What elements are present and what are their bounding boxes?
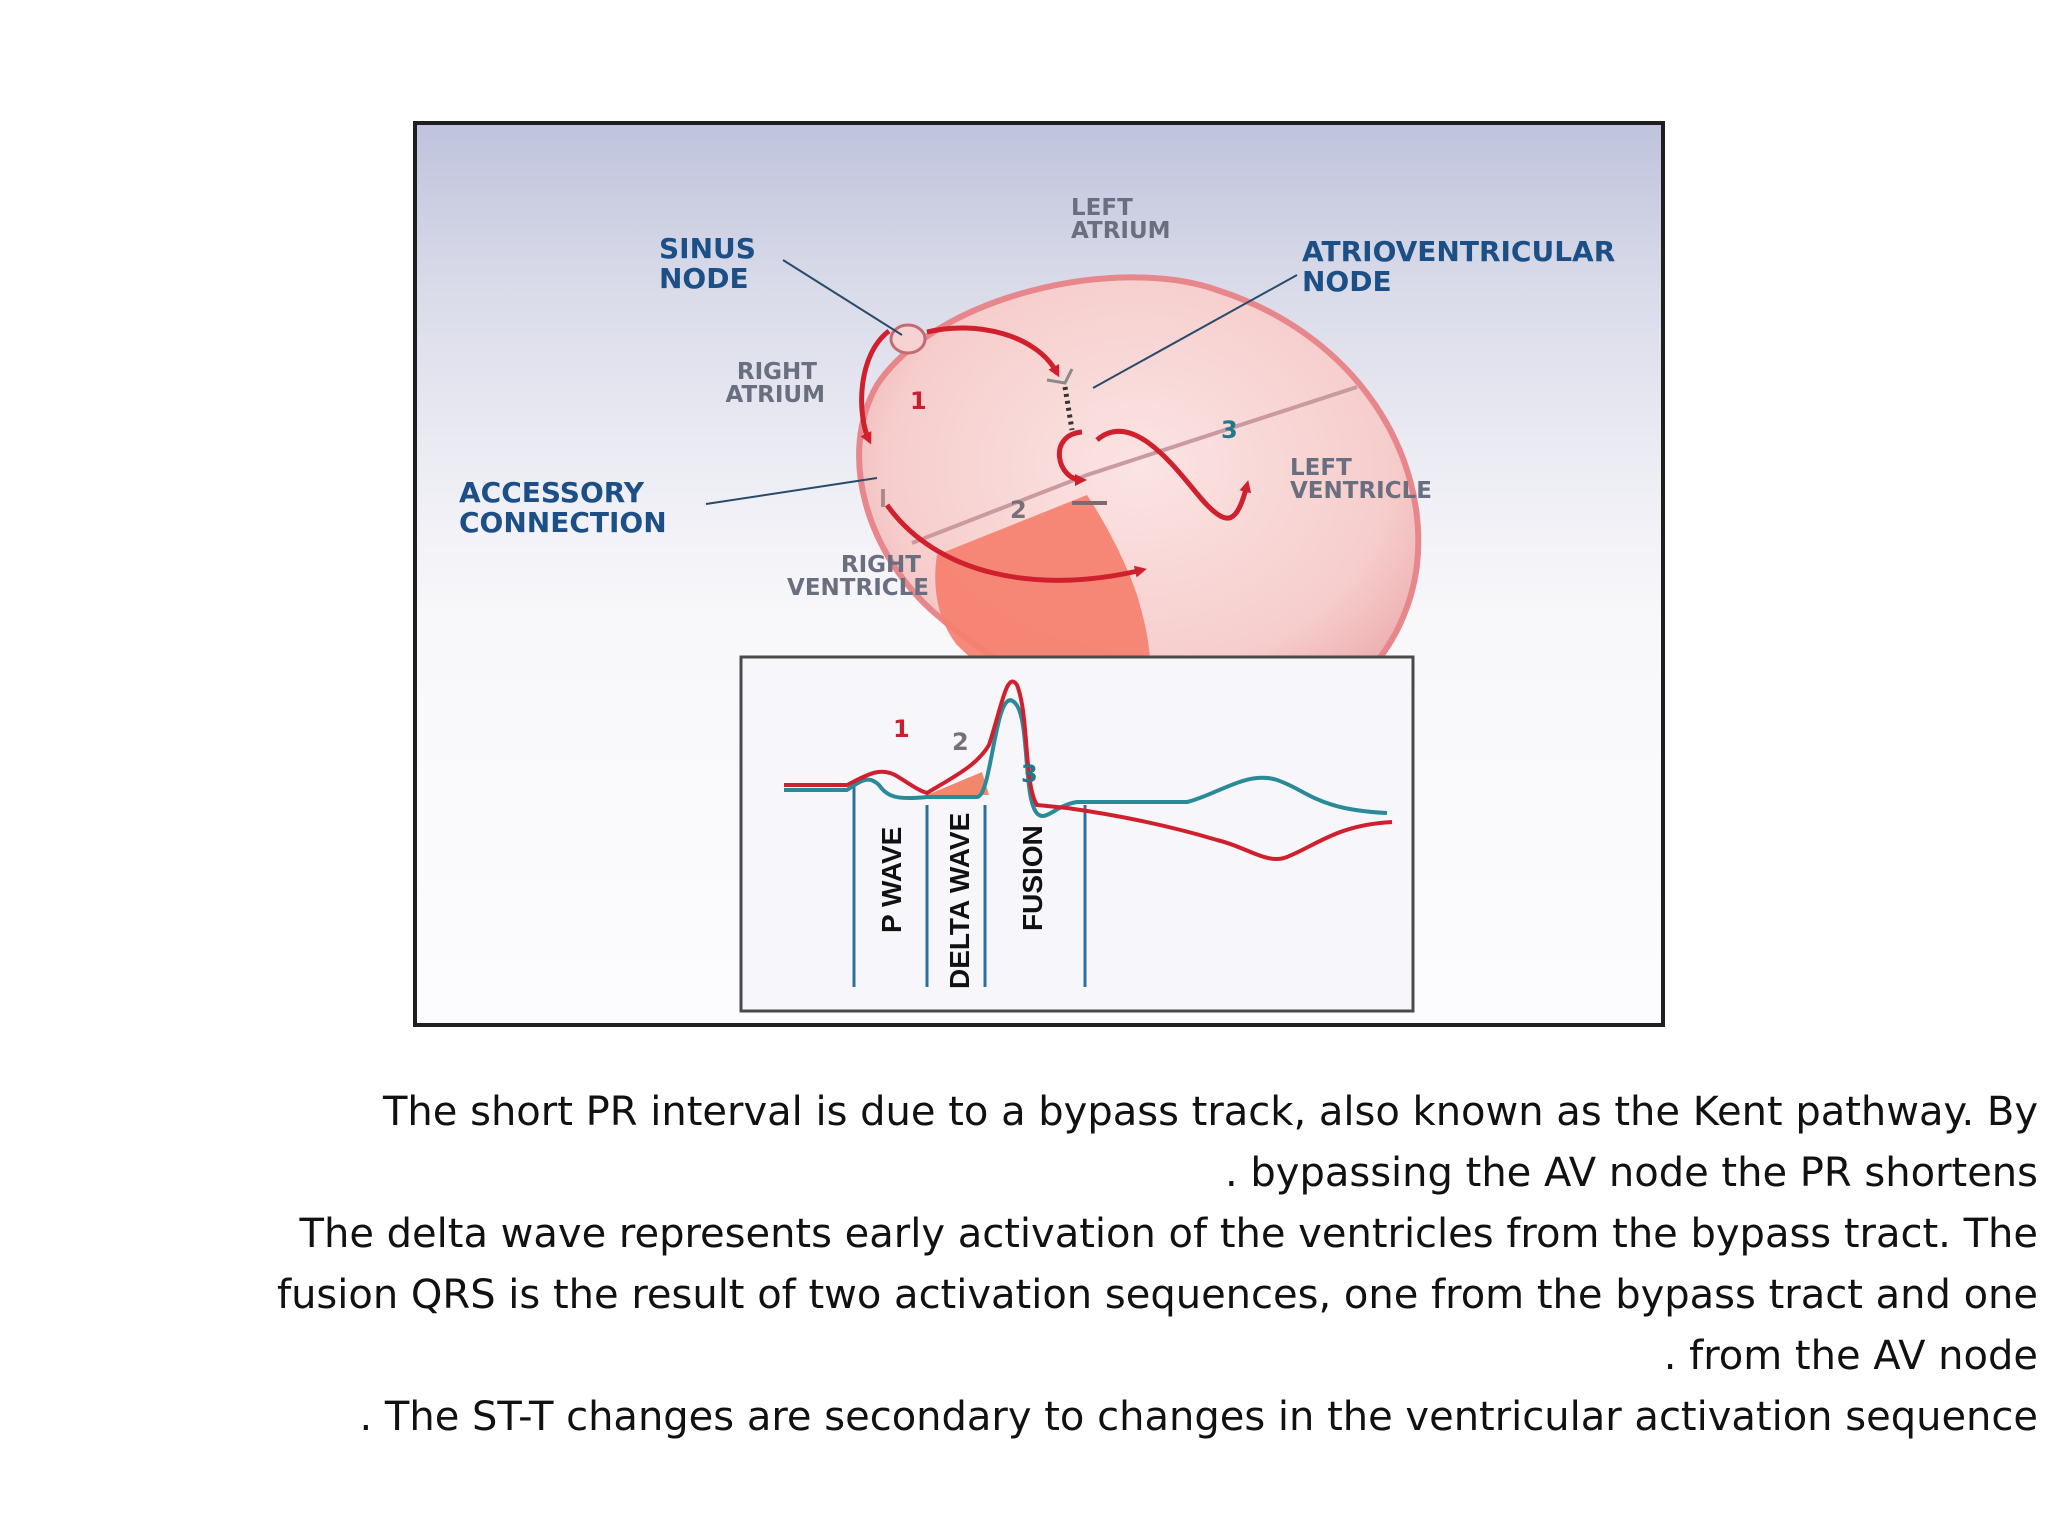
caption-line-2: . bypassing the AV node the PR shortens bbox=[1224, 1150, 2038, 1196]
label-sinus-node: SINUS NODE bbox=[659, 232, 766, 295]
label-delta-wave: DELTA WAVE bbox=[944, 813, 975, 989]
leader-av bbox=[1092, 274, 1298, 389]
label-acc-line2: CONNECTION bbox=[459, 506, 667, 539]
label-rv-line1: RIGHT bbox=[841, 552, 921, 578]
ecg-step-2: 2 bbox=[952, 728, 969, 756]
label-p-wave: P WAVE bbox=[876, 827, 907, 933]
caption-line-5: . from the AV node bbox=[1663, 1333, 2038, 1379]
arrow-right-atrium bbox=[859, 329, 891, 445]
leader-sinus bbox=[782, 259, 903, 336]
ecg-step-3: 3 bbox=[1021, 760, 1038, 788]
label-rv-line2: VENTRICLE bbox=[787, 575, 929, 601]
label-acc-line1: ACCESSORY bbox=[459, 476, 645, 509]
av-node-notch bbox=[1046, 368, 1074, 385]
label-av-line2: NODE bbox=[1302, 265, 1392, 298]
heart-diagram: SINUS NODE LEFT ATRIUM ATRIOVENTRICULAR … bbox=[417, 125, 1661, 1023]
av-node-dots bbox=[1062, 386, 1075, 431]
heart-step-2: 2 bbox=[1010, 496, 1027, 524]
label-fusion: FUSION bbox=[1017, 825, 1048, 931]
leader-accessory bbox=[705, 477, 878, 505]
label-la-line1: LEFT bbox=[1071, 195, 1133, 221]
label-ra-line1: RIGHT bbox=[737, 359, 817, 385]
label-sinus-line1: SINUS bbox=[659, 232, 756, 265]
arrow-down-septum bbox=[1056, 429, 1087, 486]
label-av-node: ATRIOVENTRICULAR NODE bbox=[1302, 235, 1625, 298]
heart-step-1: 1 bbox=[910, 387, 927, 415]
label-right-ventricle: RIGHT VENTRICLE bbox=[787, 552, 929, 601]
sinus-node-circle bbox=[889, 323, 927, 355]
arrow-left-ventricle bbox=[1095, 429, 1252, 521]
heart-step-3: 3 bbox=[1221, 416, 1238, 444]
label-av-line1: ATRIOVENTRICULAR bbox=[1302, 235, 1615, 268]
label-ra-line2: ATRIUM bbox=[725, 382, 825, 408]
caption-line-3: The delta wave represents early activati… bbox=[299, 1211, 2038, 1257]
ecg-box bbox=[739, 655, 1415, 1013]
arrow-to-av-node bbox=[926, 325, 1060, 378]
label-left-ventricle: LEFT VENTRICLE bbox=[1290, 455, 1432, 504]
ecg-trace-preexcited bbox=[784, 679, 1393, 861]
caption-line-4: fusion QRS is the result of two activati… bbox=[276, 1272, 2038, 1318]
caption-text: The short PR interval is due to a bypass… bbox=[180, 1082, 2038, 1448]
ecg-step-1: 1 bbox=[893, 715, 910, 743]
caption-line-6: . The ST-T changes are secondary to chan… bbox=[359, 1394, 2038, 1440]
label-sinus-line2: NODE bbox=[659, 262, 749, 295]
label-lv-line1: LEFT bbox=[1290, 455, 1352, 481]
ecg-inset: 1 2 3 P WAVE DELTA WAVE FUSION bbox=[739, 655, 1415, 1013]
label-lv-line2: VENTRICLE bbox=[1290, 478, 1432, 504]
label-left-atrium: LEFT ATRIUM bbox=[1071, 195, 1171, 244]
label-la-line2: ATRIUM bbox=[1071, 218, 1171, 244]
label-accessory-connection: ACCESSORY CONNECTION bbox=[459, 476, 667, 539]
arrow-accessory bbox=[884, 503, 1147, 583]
wpw-figure: SINUS NODE LEFT ATRIUM ATRIOVENTRICULAR … bbox=[413, 121, 1665, 1027]
caption-line-1: The short PR interval is due to a bypass… bbox=[383, 1089, 2038, 1135]
septum bbox=[911, 385, 1358, 545]
label-right-atrium: RIGHT ATRIUM bbox=[725, 359, 825, 408]
delta-wave-fill bbox=[927, 772, 989, 795]
